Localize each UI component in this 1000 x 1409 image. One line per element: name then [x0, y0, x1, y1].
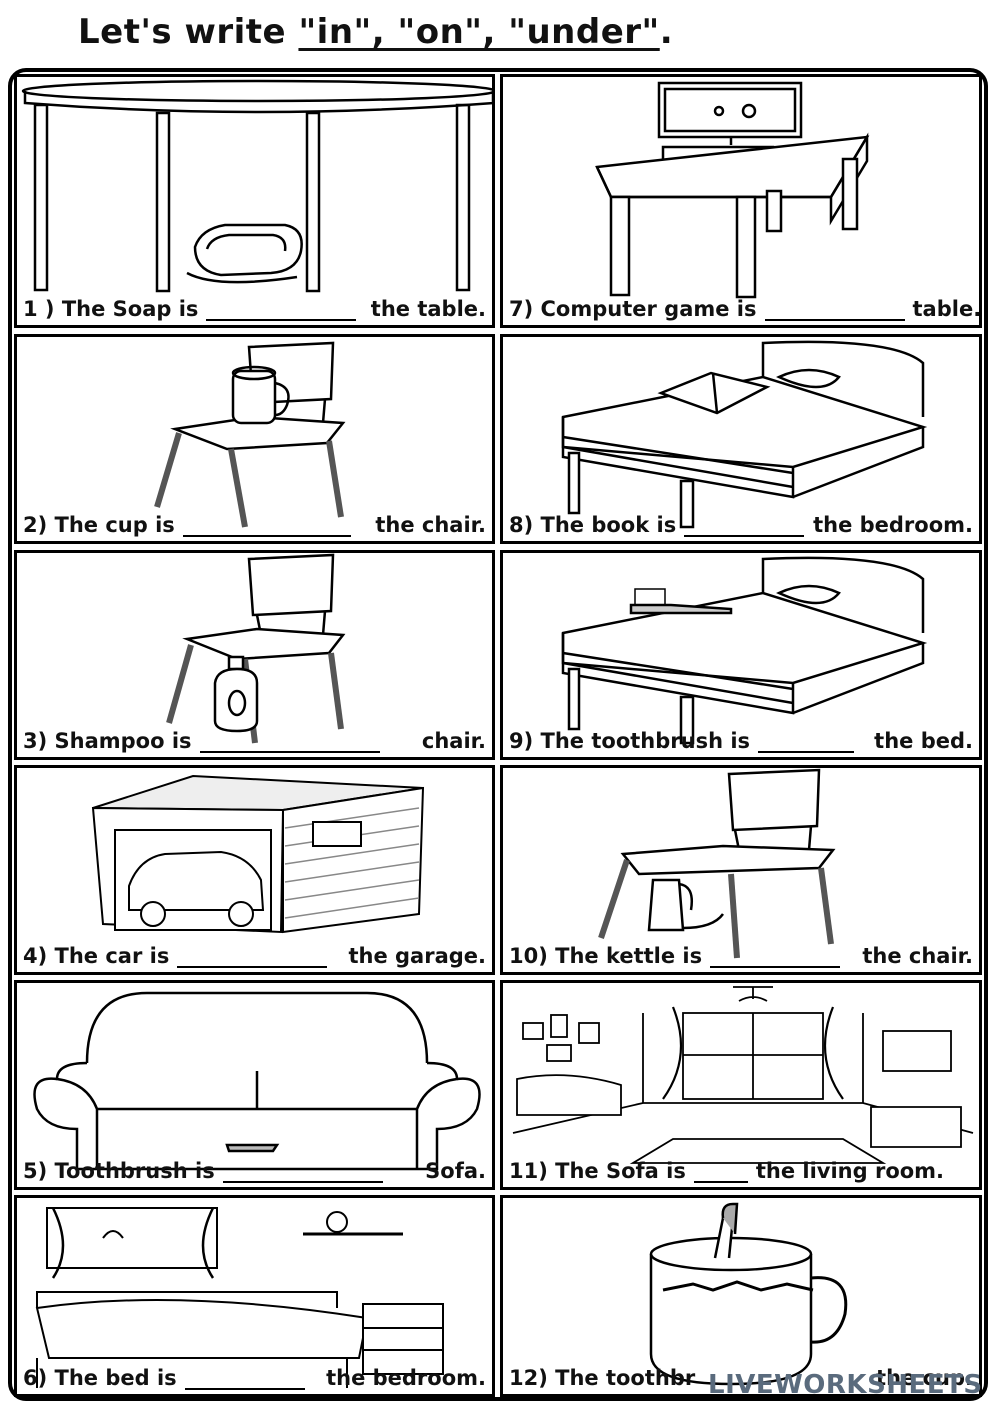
question-3-end: chair.	[421, 729, 486, 753]
question-1-text: 1 ) The Soap is	[23, 297, 199, 321]
exercise-cell-2: 2) The cup is the chair.	[14, 334, 495, 544]
kettle-under-chair-illustration	[598, 768, 836, 959]
question-11: 11) The Sofa is the living room.	[503, 1159, 979, 1183]
question-5: 5) Toothbrush is Sofa.	[17, 1159, 492, 1183]
exercise-cell-11: 11) The Sofa is the living room.	[500, 980, 982, 1190]
question-6: 6) The bed is the bedroom.	[17, 1366, 492, 1390]
answer-blank-11[interactable]	[693, 1161, 748, 1183]
answer-blank-5[interactable]	[222, 1161, 383, 1183]
question-11-text: 11) The Sofa is	[509, 1159, 686, 1183]
exercise-cell-5: 5) Toothbrush is Sofa.	[14, 980, 495, 1190]
question-4-text: 4) The car is	[23, 944, 170, 968]
exercise-cell-8: 8) The book is the bedroom.	[500, 334, 982, 544]
question-8-end: the bedroom.	[813, 513, 973, 537]
question-2-text: 2) The cup is	[23, 513, 175, 537]
book-on-bed-illustration	[561, 340, 928, 529]
question-7-text: 7) Computer game is	[509, 297, 757, 321]
question-12-text: 12) The toothbr	[509, 1366, 696, 1390]
exercise-cell-12: 12) The toothbr the cup.	[500, 1195, 982, 1397]
question-5-end: Sofa.	[425, 1159, 486, 1183]
question-12: 12) The toothbr the cup.	[503, 1366, 979, 1390]
answer-blank-7[interactable]	[764, 299, 905, 321]
question-1: 1 ) The Soap is the table.	[17, 297, 492, 321]
title-words: "in", "on", "under"	[298, 12, 660, 52]
title-prefix: Let's write	[78, 12, 299, 52]
answer-blank-4[interactable]	[177, 946, 328, 968]
question-8-text: 8) The book is	[509, 513, 677, 537]
question-10: 10) The kettle is the chair.	[503, 944, 979, 968]
question-4-end: the garage.	[348, 944, 486, 968]
question-12-end: the cup.	[876, 1366, 973, 1390]
sofa-in-living-room-illustration	[512, 986, 974, 1164]
exercise-cell-3: 3) Shampoo is chair.	[14, 550, 495, 760]
question-11-end: the living room.	[755, 1159, 945, 1183]
question-9: 9) The toothbrush is the bed.	[503, 729, 979, 753]
question-6-end: the bedroom.	[326, 1366, 486, 1390]
cup-on-chair-illustration	[154, 341, 346, 528]
bed-in-bedroom-illustration	[35, 1207, 444, 1388]
question-3-text: 3) Shampoo is	[23, 729, 192, 753]
question-9-text: 9) The toothbrush is	[509, 729, 751, 753]
worksheet-title: Let's write "in", "on", "under".	[78, 12, 673, 52]
question-5-text: 5) Toothbrush is	[23, 1159, 215, 1183]
car-in-garage-illustration	[91, 774, 425, 934]
question-2-end: the chair.	[375, 513, 486, 537]
exercise-cell-9: 9) The toothbrush is the bed.	[500, 550, 982, 760]
toothbrush-under-sofa-illustration	[33, 991, 481, 1171]
question-10-text: 10) The kettle is	[509, 944, 703, 968]
answer-blank-2[interactable]	[182, 515, 351, 537]
exercise-cell-10: 10) The kettle is the chair.	[500, 765, 982, 975]
question-7: 7) Computer game is table.	[503, 297, 979, 321]
question-9-end: the bed.	[874, 729, 973, 753]
answer-blank-6[interactable]	[184, 1368, 305, 1390]
question-7-end: table.	[912, 297, 982, 321]
exercise-cell-7: 7) Computer game is table.	[500, 74, 982, 328]
soap-under-table-illustration	[21, 79, 492, 293]
question-2: 2) The cup is the chair.	[17, 513, 492, 537]
question-1-end: the table.	[370, 297, 486, 321]
computer-on-table-illustration	[595, 81, 870, 299]
toothbrush-on-bed-illustration	[561, 556, 928, 745]
answer-blank-3[interactable]	[199, 731, 380, 753]
exercise-cell-6: 6) The bed is the bedroom.	[14, 1195, 495, 1397]
exercise-cell-1: 1 ) The Soap is the table.	[14, 74, 495, 328]
answer-blank-9[interactable]	[758, 731, 855, 753]
shampoo-under-chair-illustration	[166, 553, 346, 744]
answer-blank-8[interactable]	[684, 515, 805, 537]
liveworksheets-watermark: LIVEWORKSHEETS	[708, 1370, 983, 1400]
answer-blank-10[interactable]	[710, 946, 841, 968]
worksheet-frame	[8, 68, 988, 1401]
question-8: 8) The book is the bedroom.	[503, 513, 979, 537]
question-3: 3) Shampoo is chair.	[17, 729, 492, 753]
question-10-end: the chair.	[862, 944, 973, 968]
title-suffix: .	[659, 12, 674, 52]
question-6-text: 6) The bed is	[23, 1366, 177, 1390]
answer-blank-1[interactable]	[206, 299, 357, 321]
toothbrush-in-cup-illustration	[649, 1202, 848, 1386]
question-4: 4) The car is the garage.	[17, 944, 492, 968]
exercise-cell-4: 4) The car is the garage.	[14, 765, 495, 975]
